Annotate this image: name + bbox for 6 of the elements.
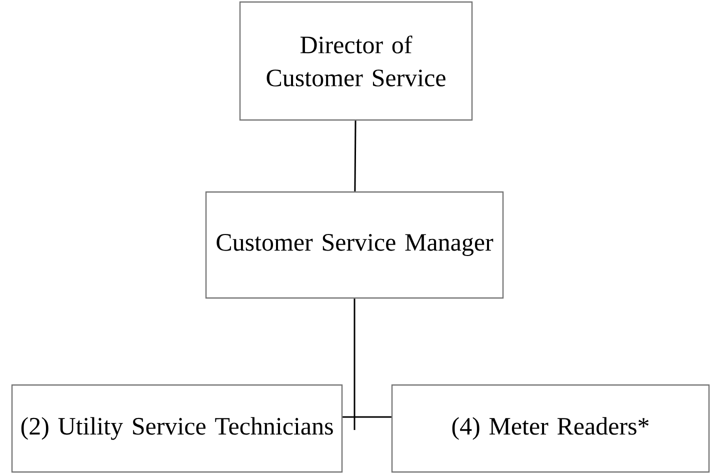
- connector-line: [342, 298, 392, 430]
- org-box: (2) Utility Service Technicians: [11, 384, 343, 473]
- org-box: Customer Service Manager: [205, 191, 504, 299]
- org-box: (4) Meter Readers*: [391, 384, 710, 473]
- org-box: Director of Customer Service: [239, 1, 473, 121]
- connector-line: [354, 120, 356, 192]
